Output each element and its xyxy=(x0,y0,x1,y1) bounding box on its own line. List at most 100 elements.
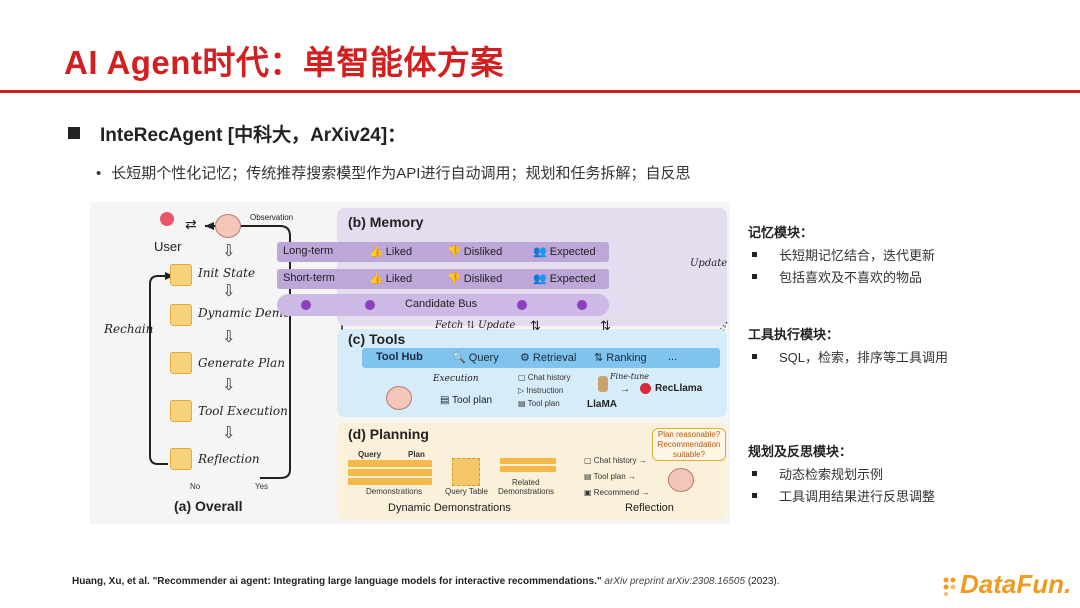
step-tool-execution: Tool Execution xyxy=(198,404,288,418)
long-term-disliked: 👎 Disliked xyxy=(447,246,503,258)
long-term-row: Long-term 👍 Liked 👎 Disliked 👥 Expected xyxy=(277,242,609,262)
main-bullet-text: InteRecAgent [中科大，ArXiv24]： xyxy=(100,125,407,146)
execution-label: Execution xyxy=(433,374,479,384)
tool-hub-bar: Tool Hub 🔍 Query ⚙ Retrieval ⇅ Ranking .… xyxy=(362,348,720,368)
related-label-2: Demonstrations xyxy=(498,487,555,496)
tool-ranking: ⇅ Ranking xyxy=(594,352,647,364)
memory-module-item: 包括喜欢及不喜欢的物品 xyxy=(752,267,922,286)
tools-chat-history: ▢ Chat history xyxy=(518,373,571,382)
plan-recommend: ▣ Recommend → xyxy=(584,488,650,497)
plan-query-header: Query xyxy=(358,450,382,459)
short-term-expected: 👥 Expected xyxy=(533,273,596,285)
square-bullet-icon xyxy=(752,274,757,279)
main-bullet: InteRecAgent [中科大，ArXiv24]： xyxy=(68,120,406,147)
no-label: No xyxy=(190,482,201,491)
llama-label: LlaMA xyxy=(587,399,617,410)
memory-module-heading: 记忆模块： xyxy=(748,225,814,240)
bus-item-icon xyxy=(577,300,587,310)
square-bullet-icon xyxy=(752,354,757,359)
user-icon xyxy=(160,212,174,226)
brain-icon xyxy=(668,468,694,492)
down-arrow-icon: ⇩ xyxy=(222,377,236,394)
fine-tune-label: Fine-tune xyxy=(610,372,649,381)
reflection-icon xyxy=(170,448,192,470)
sync-arrows-icon: ⇅ xyxy=(600,318,611,333)
overall-caption: (a) Overall xyxy=(174,498,243,514)
sub-bullet: • 长短期个性化记忆；传统推荐搜索模型作为API进行自动调用；规划和任务拆解；自反… xyxy=(96,162,690,183)
down-arrow-icon: ⇩ xyxy=(222,329,236,346)
tool-execution-icon xyxy=(170,400,192,422)
square-bullet-icon xyxy=(752,252,757,257)
long-term-label: Long-term xyxy=(283,245,334,257)
exchange-arrows-icon: ⇄ xyxy=(185,216,197,232)
short-term-disliked: 👎 Disliked xyxy=(447,273,503,285)
right-arrow-icon: → xyxy=(620,384,630,395)
datafun-logo-icon xyxy=(943,577,956,596)
reclama-icon xyxy=(640,383,651,394)
step-reflection: Reflection xyxy=(198,452,260,466)
llama-icon xyxy=(598,376,608,392)
down-arrow-icon: ⇩ xyxy=(222,283,236,300)
yes-label: Yes xyxy=(255,482,269,491)
datafun-logo-text: DataFun. xyxy=(960,569,1072,599)
query-table-label: Query Table xyxy=(445,487,488,496)
dot-bullet-icon: • xyxy=(96,165,102,182)
observation-label: Observation xyxy=(250,213,294,222)
square-bullet-icon xyxy=(752,493,757,498)
tool-plan-item: ▤ Tool plan xyxy=(440,395,493,406)
plan-module-item: 工具调用结果进行反思调整 xyxy=(752,486,935,505)
demonstrations-stack xyxy=(348,460,432,504)
step-init-state: Init State xyxy=(198,266,256,280)
brain-icon xyxy=(215,214,241,238)
demonstrations-label: Demonstrations xyxy=(366,487,423,496)
memory-title: (b) Memory xyxy=(348,214,424,230)
square-bullet-icon xyxy=(68,127,80,139)
memory-update-label: Update xyxy=(690,258,728,269)
dynamic-demo-icon xyxy=(170,304,192,326)
tool-hub-label: Tool Hub xyxy=(376,351,423,363)
tool-query: 🔍 Query xyxy=(452,352,499,364)
query-table-grid xyxy=(452,458,480,486)
datafun-logo: DataFun. xyxy=(940,568,1071,602)
long-term-expected: 👥 Expected xyxy=(533,246,596,258)
plan-module-item: 动态检索规划示例 xyxy=(752,464,883,483)
long-term-liked: 👍 Liked xyxy=(369,246,413,258)
step-dynamic-demo: Dynamic Demo xyxy=(198,306,291,320)
bus-item-icon xyxy=(517,300,527,310)
tool-module-item: SQL，检索，排序等工具调用 xyxy=(752,347,948,366)
short-term-row: Short-term 👍 Liked 👎 Disliked 👥 Expected xyxy=(277,269,609,289)
plan-module-heading: 规划及反思模块： xyxy=(748,444,853,459)
bus-item-icon xyxy=(365,300,375,310)
rechain-label: Rechain xyxy=(104,322,154,336)
planning-title: (d) Planning xyxy=(348,426,429,442)
generate-plan-icon xyxy=(170,352,192,374)
plan-chat-history: ▢ Chat history → xyxy=(584,456,647,465)
sync-arrows-icon: ⇅ xyxy=(530,318,541,333)
tool-ellipsis: ... xyxy=(668,351,678,363)
step-generate-plan: Generate Plan xyxy=(198,356,285,370)
reclama-label: RecLlama xyxy=(655,383,703,394)
tools-tool-plan: ▤ Tool plan xyxy=(518,399,560,408)
down-arrow-icon: ⇩ xyxy=(222,425,236,442)
memory-module-item: 长短期记忆结合，迭代更新 xyxy=(752,245,935,264)
init-state-icon xyxy=(170,264,192,286)
tools-instruction: ▷ Instruction xyxy=(518,386,564,395)
sub-bullet-text: 长短期个性化记忆；传统推荐搜索模型作为API进行自动调用；规划和任务拆解；自反思 xyxy=(111,165,691,182)
plan-plan-header: Plan xyxy=(408,450,425,459)
short-term-label: Short-term xyxy=(283,272,335,284)
tool-module-heading: 工具执行模块： xyxy=(748,327,840,342)
related-label-1: Related xyxy=(512,478,540,487)
page-title: AI Agent时代：单智能体方案 xyxy=(64,44,504,81)
dynamic-demos-caption: Dynamic Demonstrations xyxy=(388,502,511,514)
title-divider xyxy=(0,90,1080,93)
user-label: User xyxy=(154,239,182,254)
citation: Huang, Xu, et al. "Recommender ai agent:… xyxy=(72,576,780,587)
related-demos-stack xyxy=(500,458,556,480)
plan-tool-plan: ▤ Tool plan → xyxy=(584,472,636,481)
square-bullet-icon xyxy=(752,471,757,476)
tool-retrieval: ⚙ Retrieval xyxy=(520,352,577,364)
candidate-bus: Candidate Bus xyxy=(277,294,609,316)
short-term-liked: 👍 Liked xyxy=(369,273,413,285)
tools-title: (c) Tools xyxy=(348,331,406,347)
architecture-figure: Observation ⇄ User Rechain ⇩ Init State … xyxy=(90,202,730,524)
